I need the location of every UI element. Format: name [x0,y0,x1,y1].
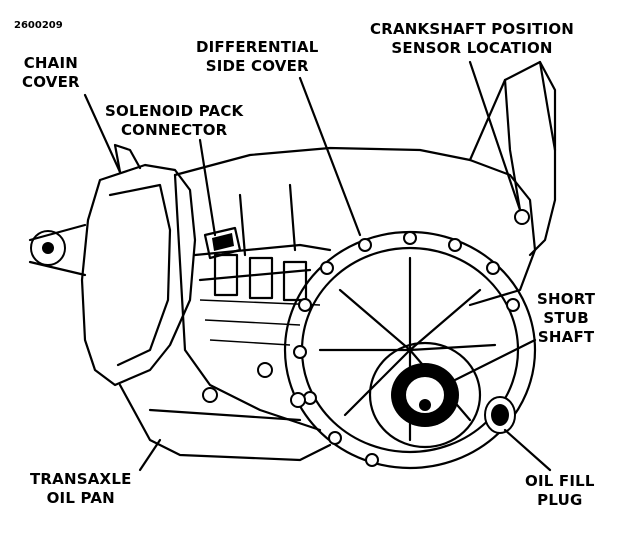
label-chain-cover: CHAIN COVER [22,54,80,91]
label-short-stub-shaft: SHORT STUB SHAFT [537,290,596,346]
label-transaxle-oil-pan: TRANSAXLE OIL PAN [30,470,132,507]
label-oil-fill-plug: OIL FILL PLUG [525,472,595,509]
oil-pan [118,362,332,462]
oil-fill-plug [484,396,516,434]
label-solenoid-pack-connector: SOLENOID PACK CONNECTOR [105,102,244,139]
differential-side-cover [283,230,537,470]
transaxle-case [173,146,537,432]
side-cover-bolts [293,231,520,467]
leader-lines [83,60,552,472]
figure-id: 2600209 [14,20,63,31]
label-crankshaft-position-sensor: CRANKSHAFT POSITION SENSOR LOCATION [370,20,575,57]
label-differential-side-cover: DIFFERENTIAL SIDE COVER [196,38,319,75]
chain-cover-housing [28,143,197,387]
bell-housing [468,60,557,257]
